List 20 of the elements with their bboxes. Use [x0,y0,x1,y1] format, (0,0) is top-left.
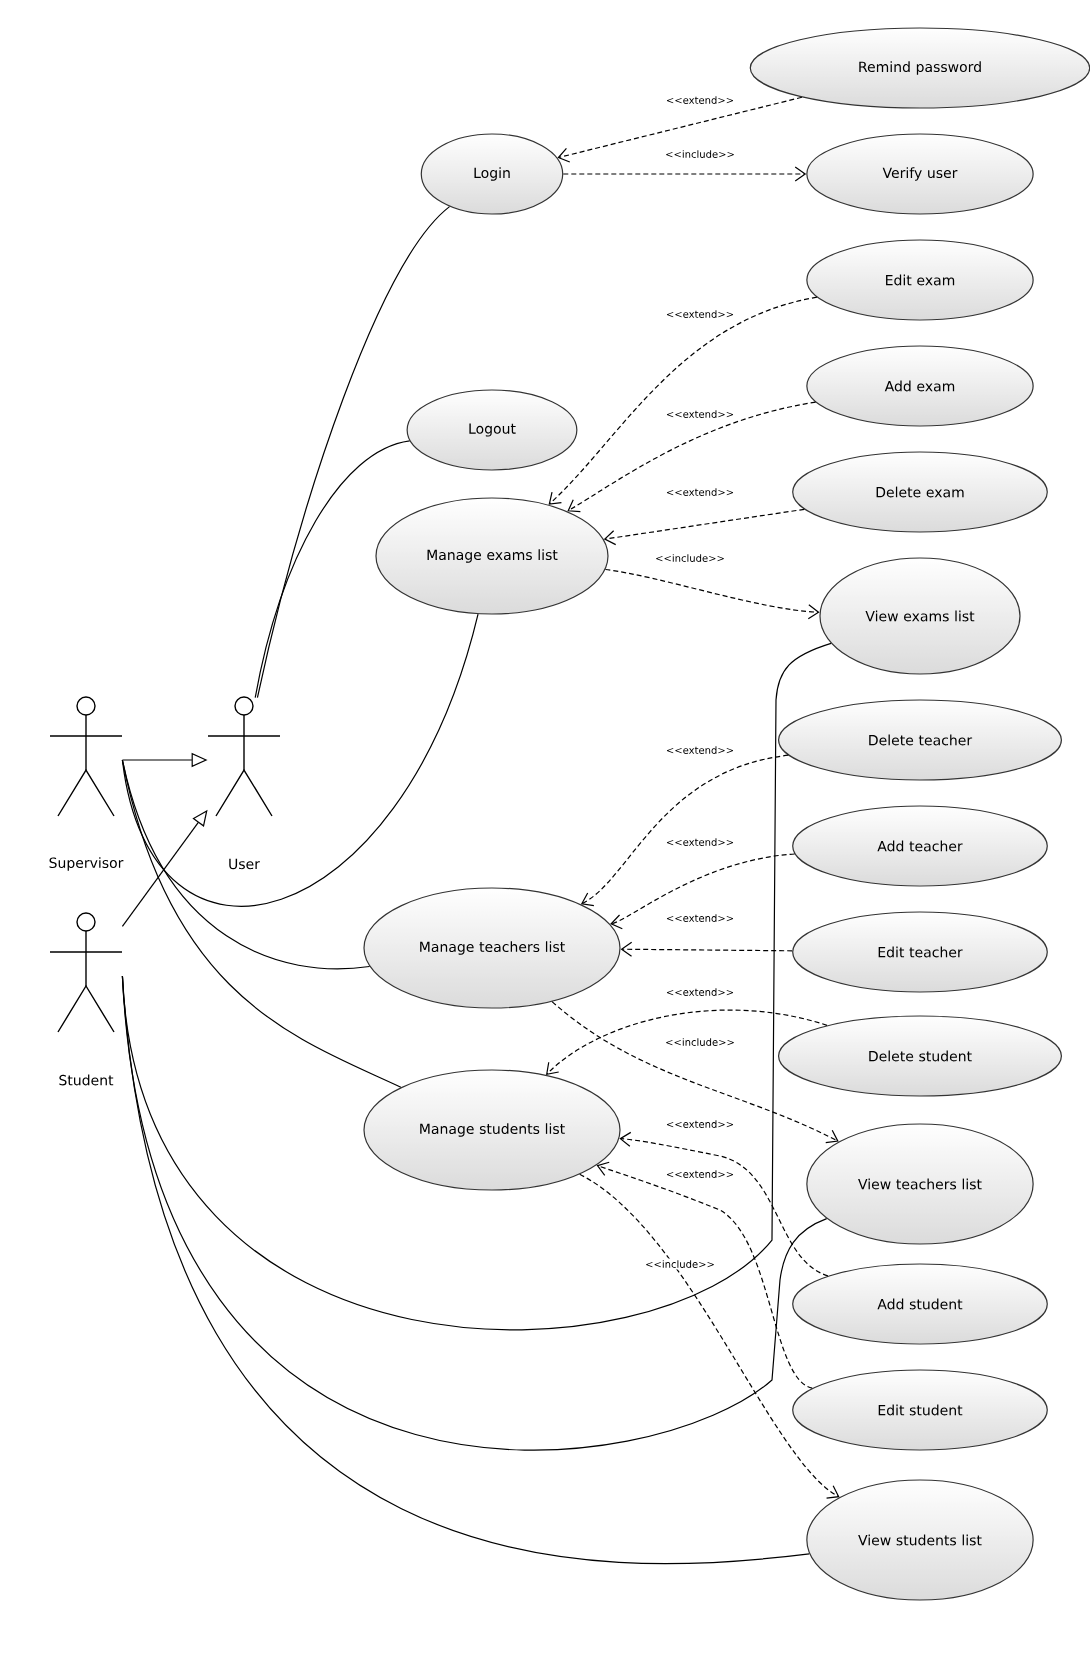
association-line [256,206,451,699]
connector [579,1173,840,1499]
connector [546,1009,828,1075]
connector [604,568,820,620]
connector [619,1131,829,1277]
connector [596,1161,813,1389]
connector [548,296,818,505]
association-line [121,975,810,1565]
connector [562,166,807,182]
connector [603,508,805,546]
association-line [121,642,832,1330]
connector [551,1001,839,1144]
connector [567,401,817,513]
association-line [254,440,411,699]
connector [580,754,789,907]
connector [557,96,803,163]
connector [610,853,796,930]
association-line [121,759,402,1088]
association-line [121,613,479,907]
connector [620,941,793,957]
